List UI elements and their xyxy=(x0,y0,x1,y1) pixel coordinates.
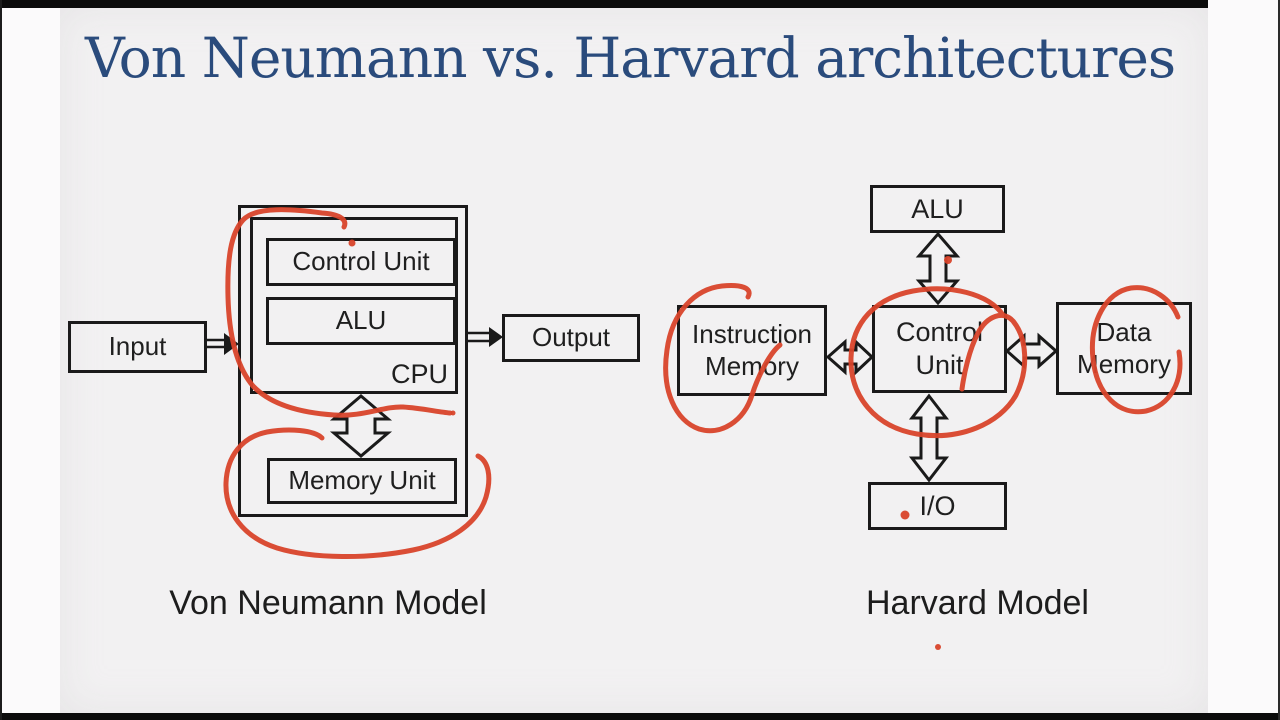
data-memory-label: Data Memory xyxy=(1077,316,1171,379)
output-box: Output xyxy=(502,314,640,362)
harvard-control-unit-label: Control Unit xyxy=(895,317,984,380)
instruction-memory-box: Instruction Memory xyxy=(677,305,827,396)
memory-unit-label: Memory Unit xyxy=(288,465,436,496)
frame-left-edge xyxy=(0,0,2,720)
frame-right-edge xyxy=(1278,0,1280,720)
harvard-caption: Harvard Model xyxy=(866,584,1089,622)
io-box: I/O xyxy=(868,482,1007,530)
alu-box: ALU xyxy=(266,297,456,345)
output-label: Output xyxy=(531,322,611,353)
harvard-alu-box: ALU xyxy=(870,185,1005,233)
von-neumann-caption: Von Neumann Model xyxy=(169,584,487,622)
control-unit-box: Control Unit xyxy=(266,238,456,286)
instruction-memory-label: Instruction Memory xyxy=(692,318,812,381)
input-box: Input xyxy=(68,321,207,373)
input-label: Input xyxy=(108,331,167,362)
memory-unit-box: Memory Unit xyxy=(267,458,457,504)
letterbox-bottom-bar xyxy=(0,713,1280,720)
cpu-label: CPU xyxy=(390,359,448,390)
harvard-alu-label: ALU xyxy=(911,193,964,224)
data-memory-box: Data Memory xyxy=(1056,302,1192,395)
letterbox-top-bar xyxy=(0,0,1208,8)
io-label: I/O xyxy=(919,490,956,521)
alu-label: ALU xyxy=(335,305,387,336)
harvard-control-unit-box: Control Unit xyxy=(872,305,1007,393)
page-title: Von Neumann vs. Harvard architectures xyxy=(85,26,1176,90)
control-unit-label: Control Unit xyxy=(292,246,430,277)
